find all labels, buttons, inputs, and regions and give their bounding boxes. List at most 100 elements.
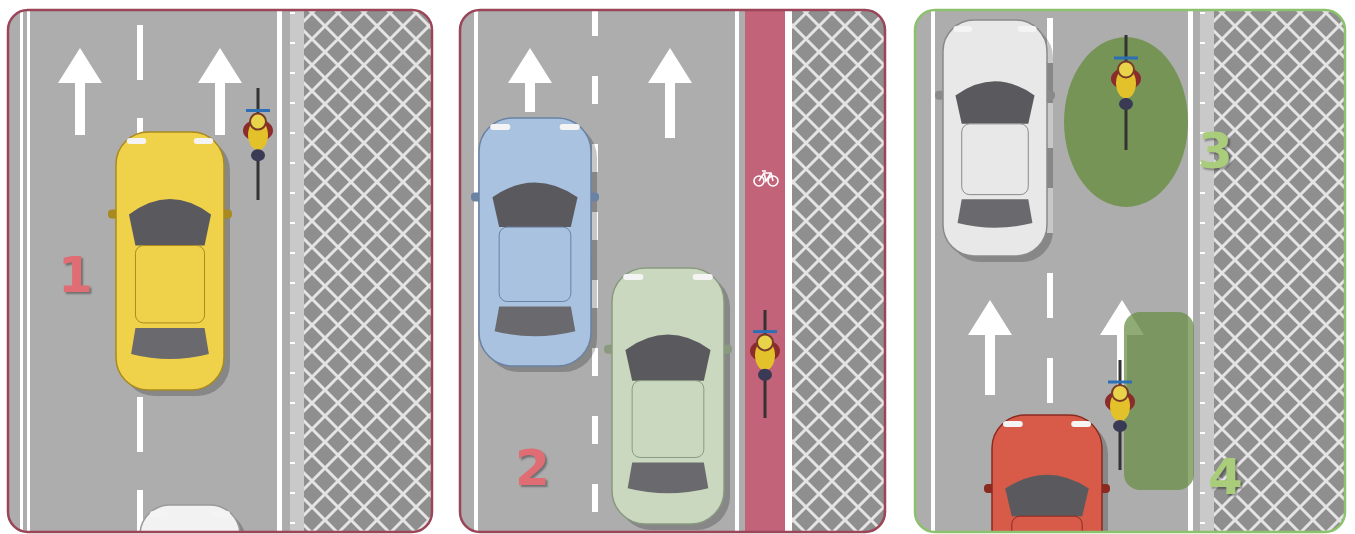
bike-handlebar xyxy=(246,109,270,112)
bike-symbol-frame xyxy=(759,171,773,181)
cyclist xyxy=(1105,360,1135,470)
panel xyxy=(8,10,432,532)
curb-tick xyxy=(290,282,295,284)
callout-number: 1 xyxy=(58,250,93,300)
curb-tick xyxy=(1200,522,1205,524)
car-roof xyxy=(499,227,571,301)
bike-lane xyxy=(745,10,785,532)
cyclist-hips xyxy=(1113,420,1127,432)
curb-tick xyxy=(290,462,295,464)
curb-tick xyxy=(1200,312,1205,314)
car-roof xyxy=(135,246,204,323)
lane-line xyxy=(20,10,23,532)
cyclist-helmet xyxy=(250,114,266,130)
car-rear-window xyxy=(495,306,576,336)
cyclist-helmet xyxy=(1112,385,1128,401)
lane-line xyxy=(931,10,935,532)
car-rear-window xyxy=(628,463,709,494)
curb-tick xyxy=(290,222,295,224)
curb-tick xyxy=(1200,492,1205,494)
lane-arrow xyxy=(198,48,242,135)
car-windshield xyxy=(1005,475,1089,516)
curb-tick xyxy=(1200,222,1205,224)
curb-tick xyxy=(290,132,295,134)
lane-line xyxy=(27,10,30,532)
road-surface xyxy=(460,10,750,532)
car-windshield xyxy=(129,199,211,245)
curb-tick xyxy=(1200,12,1205,14)
lane-line xyxy=(474,10,478,532)
panel xyxy=(460,10,885,532)
car-headlight xyxy=(150,511,168,517)
car-headlight xyxy=(1003,421,1023,427)
bike-handlebar xyxy=(1108,381,1132,384)
car-headlight xyxy=(1018,26,1037,32)
car xyxy=(984,415,1110,532)
car-body xyxy=(140,505,240,532)
car xyxy=(108,132,232,396)
cyclist-hips xyxy=(1119,98,1133,110)
curb-tick xyxy=(1200,72,1205,74)
cyclist xyxy=(750,310,780,418)
car xyxy=(935,20,1055,262)
curb-tick xyxy=(1200,102,1205,104)
panel-border xyxy=(460,10,885,532)
callout-number: 4 xyxy=(1208,452,1243,502)
car-body xyxy=(479,118,591,366)
cyclist xyxy=(1111,35,1141,150)
lane-dash xyxy=(137,397,143,452)
car-headlight xyxy=(212,511,230,517)
curb-tick xyxy=(290,252,295,254)
curb-tick xyxy=(290,102,295,104)
panel xyxy=(915,10,1345,532)
car-headlight xyxy=(953,26,972,32)
curb-tick xyxy=(1200,192,1205,194)
pavement xyxy=(304,10,432,532)
car-roof xyxy=(962,124,1029,195)
lane-dash xyxy=(592,76,598,104)
panel-border xyxy=(8,10,432,532)
cyclist-helmet xyxy=(1118,62,1134,78)
curb-tick xyxy=(1200,42,1205,44)
curb-tick xyxy=(290,492,295,494)
panel-border xyxy=(915,10,1345,532)
curb-tick xyxy=(1200,282,1205,284)
curb-tick xyxy=(1200,462,1205,464)
car-rear-window xyxy=(958,199,1033,227)
curb-tick xyxy=(290,522,295,524)
curb-tick xyxy=(290,42,295,44)
lane-arrow xyxy=(508,48,552,112)
lane-dash xyxy=(137,25,143,80)
lane-arrow xyxy=(648,48,692,138)
curb-tick xyxy=(290,372,295,374)
car xyxy=(604,268,732,530)
car-headlight xyxy=(194,138,213,144)
curb-tick xyxy=(290,162,295,164)
curb xyxy=(290,10,304,532)
bike-symbol xyxy=(754,171,778,186)
curb-tick xyxy=(1200,402,1205,404)
callout-number: 3 xyxy=(1198,126,1233,176)
lane-dash xyxy=(1047,358,1053,403)
road-surface xyxy=(8,10,298,532)
callout-number: 2 xyxy=(515,443,550,493)
curb-tick xyxy=(290,312,295,314)
car-body xyxy=(612,268,724,524)
car-headlight xyxy=(623,274,643,280)
lane-line xyxy=(735,10,739,532)
lane-dash xyxy=(592,416,598,444)
car-windshield xyxy=(955,81,1034,123)
cyclist xyxy=(243,88,273,200)
pavement xyxy=(792,10,885,532)
cyclist-hips xyxy=(758,369,772,381)
curb-tick xyxy=(1200,252,1205,254)
curb-tick xyxy=(1200,342,1205,344)
curb-tick xyxy=(290,12,295,14)
car-headlight xyxy=(560,124,580,130)
lane-line xyxy=(277,10,282,532)
curb-tick xyxy=(290,72,295,74)
car-body xyxy=(943,20,1047,256)
bike-handlebar xyxy=(753,330,777,333)
car-rear-window xyxy=(131,328,209,359)
